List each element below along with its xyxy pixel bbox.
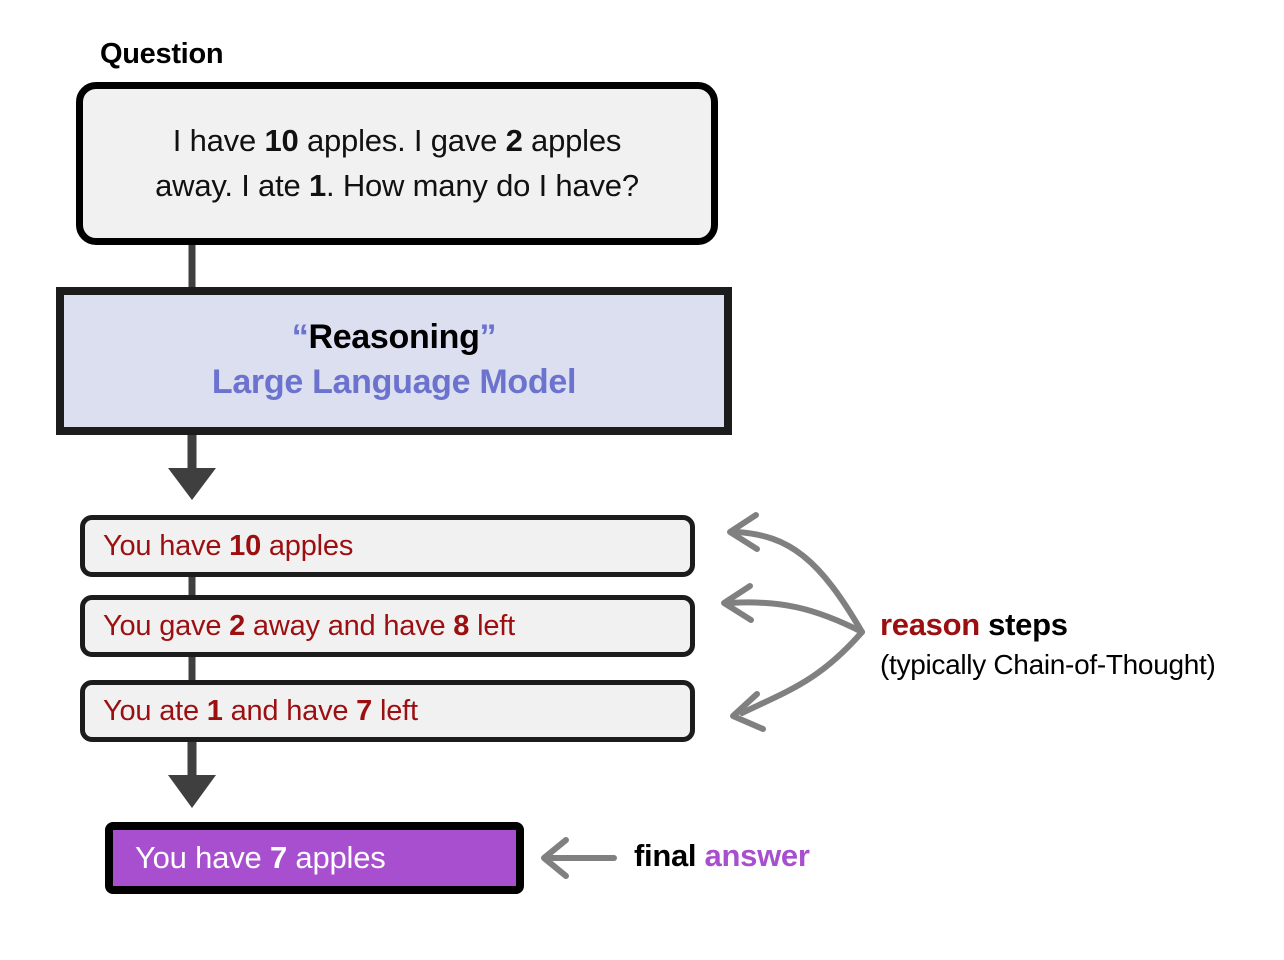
reason-step-box-1: You have 10 apples	[80, 515, 695, 577]
reason-step-text-3: You ate 1 and have 7 left	[85, 695, 418, 728]
question-line2-part-c: . How many do I have?	[326, 167, 639, 203]
reasoning-llm-box: “Reasoning” Large Language Model	[56, 287, 732, 435]
question-label: Question	[100, 38, 224, 70]
step3-part-e: left	[372, 694, 418, 727]
final-answer-text: You have 7 apples	[113, 840, 386, 876]
step2-number-2: 2	[229, 609, 246, 642]
step3-number-1: 1	[206, 694, 223, 727]
llm-name-label: Large Language Model	[211, 363, 577, 402]
annotation-arrowhead-step-1	[721, 583, 754, 623]
step3-part-a: You ate	[103, 694, 207, 727]
answer-number-7: 7	[269, 840, 288, 875]
annotation-arrowhead-step-2	[730, 691, 766, 732]
step2-part-c: away and have	[245, 609, 454, 642]
question-line1-part-e: apples	[522, 123, 622, 159]
annotation-word-answer: answer	[704, 838, 810, 873]
step3-number-7: 7	[356, 694, 373, 727]
quote-open: “	[291, 318, 309, 357]
annotation-arrow-step-1	[727, 599, 865, 635]
answer-part-a: You have	[135, 840, 270, 875]
reason-steps-annotation-subtitle: (typically Chain-of-Thought)	[880, 649, 1216, 681]
question-line2-part-a: away. I ate	[155, 167, 309, 203]
arrow-steps-to-answer	[168, 742, 216, 808]
question-line2-number-1: 1	[308, 167, 326, 203]
question-line1-number-2: 2	[505, 123, 523, 159]
reasoning-word: Reasoning	[308, 318, 480, 357]
annotation-word-final: final	[634, 838, 705, 873]
step3-part-c: and have	[222, 694, 357, 727]
annotation-arrow-final-answer	[541, 837, 617, 879]
question-text: I have 10 apples. I gave 2 apples away. …	[141, 119, 653, 207]
step2-part-e: left	[469, 609, 515, 642]
answer-part-c: apples	[287, 840, 386, 875]
reason-step-text-1: You have 10 apples	[85, 530, 353, 563]
reason-steps-annotation: reason steps (typically Chain-of-Thought…	[880, 606, 1260, 682]
question-line1-part-a: I have	[172, 123, 265, 159]
arrow-llm-to-steps	[168, 435, 216, 500]
step2-part-a: You gave	[103, 609, 230, 642]
reason-step-text-2: You gave 2 away and have 8 left	[85, 610, 515, 643]
question-line1-part-c: apples. I gave	[298, 123, 506, 159]
reasoning-title: “Reasoning”	[292, 318, 497, 357]
quote-close: ”	[479, 318, 497, 357]
step1-part-c: apples	[261, 529, 354, 562]
final-answer-annotation: final answer	[634, 838, 810, 874]
annotation-word-reason: reason	[880, 607, 980, 642]
annotation-word-steps: steps	[979, 607, 1068, 642]
annotation-arrow-step-2	[739, 629, 865, 716]
final-answer-box: You have 7 apples	[105, 822, 524, 894]
step1-part-a: You have	[103, 529, 230, 562]
question-line1-number-10: 10	[264, 123, 299, 159]
step2-number-8: 8	[453, 609, 470, 642]
reason-steps-annotation-title: reason steps	[880, 606, 1260, 643]
reason-step-box-2: You gave 2 away and have 8 left	[80, 595, 695, 657]
annotation-arrows-reason-steps	[721, 512, 865, 732]
annotation-arrowhead-step-0	[727, 512, 760, 552]
reason-step-box-3: You ate 1 and have 7 left	[80, 680, 695, 742]
step1-number-10: 10	[229, 529, 261, 562]
annotation-arrow-step-0	[733, 529, 865, 635]
question-box: I have 10 apples. I gave 2 apples away. …	[76, 82, 718, 245]
